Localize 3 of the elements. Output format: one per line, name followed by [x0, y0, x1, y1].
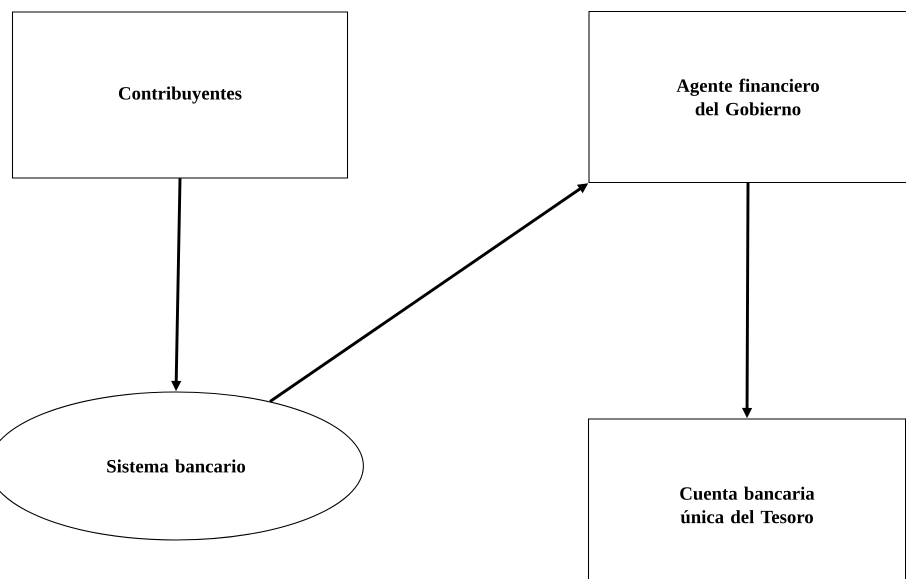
process-box: Contribuyentes: [12, 11, 348, 179]
process-box: Cuenta bancaria única del Tesoro: [588, 418, 906, 579]
process-box: Agente financiero del Gobierno: [588, 10, 906, 184]
